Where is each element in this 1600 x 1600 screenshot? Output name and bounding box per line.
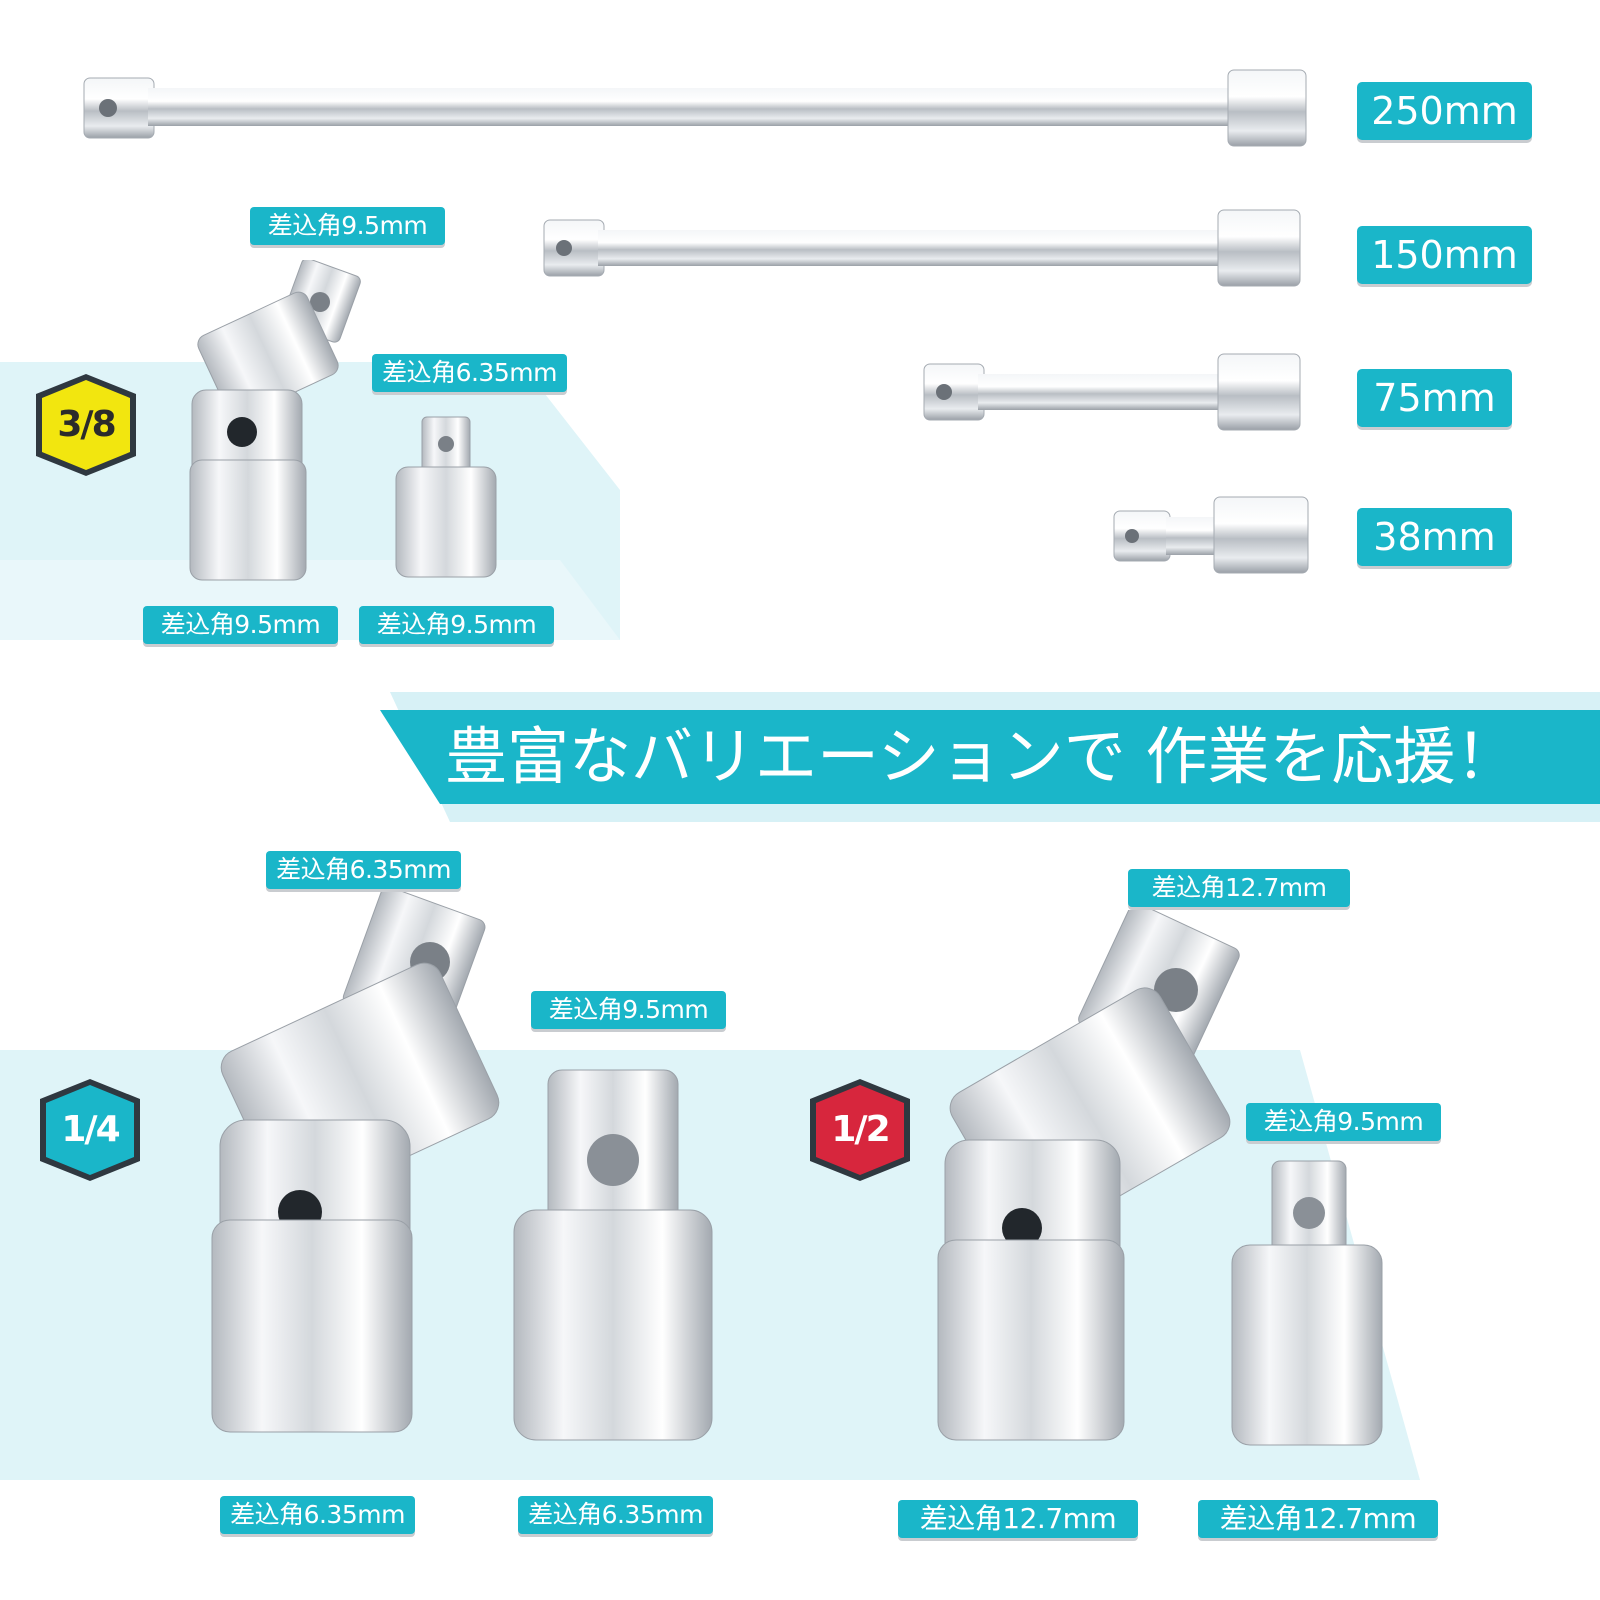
- length-label-150: 150mm: [1357, 226, 1532, 284]
- universal-joint-icon: [937, 910, 1240, 1441]
- spec-label-1-2-joint-bottom: 差込角12.7mm: [898, 1500, 1138, 1538]
- extension-bar-icon: [923, 353, 1301, 431]
- spec-label-3-8-adapter-top: 差込角6.35mm: [372, 354, 567, 392]
- socket-adapter-icon: [1231, 1160, 1383, 1446]
- socket-adapter-icon: [395, 416, 497, 578]
- size-badge-3-8: 3/8: [32, 370, 140, 480]
- universal-joint-icon: [189, 260, 361, 581]
- extension-bar-icon: [83, 69, 1307, 147]
- spec-label-1-2-adapter-top: 差込角9.5mm: [1246, 1103, 1441, 1141]
- spec-label-1-4-joint-bottom: 差込角6.35mm: [220, 1496, 415, 1534]
- length-label-250: 250mm: [1357, 82, 1532, 140]
- size-badge-1-2: 1/2: [806, 1075, 914, 1185]
- spec-label-1-4-adapter-top: 差込角9.5mm: [531, 991, 726, 1029]
- spec-label-1-2-joint-top: 差込角12.7mm: [1128, 869, 1350, 907]
- size-badge-label: 1/4: [61, 1109, 120, 1150]
- spec-label-3-8-adapter-bottom: 差込角9.5mm: [359, 606, 554, 644]
- socket-adapter-icon: [513, 1069, 713, 1441]
- size-badge-label: 1/2: [831, 1109, 890, 1150]
- extension-bar-icon: [543, 209, 1301, 287]
- length-label-38: 38mm: [1357, 508, 1512, 566]
- banner-title: 豊富なバリエーションで 作業を応援！: [445, 720, 1518, 793]
- spec-label-1-2-adapter-bottom: 差込角12.7mm: [1198, 1500, 1438, 1538]
- spec-label-1-4-adapter-bottom: 差込角6.35mm: [518, 1496, 713, 1534]
- spec-label-3-8-joint-bottom: 差込角9.5mm: [143, 606, 338, 644]
- size-badge-label: 3/8: [57, 404, 116, 445]
- extension-bar-icon: [1113, 496, 1309, 574]
- length-label-75: 75mm: [1357, 369, 1512, 427]
- spec-label-1-4-joint-top: 差込角6.35mm: [266, 851, 461, 889]
- banner-shape: [380, 692, 1600, 822]
- universal-joint-icon: [211, 890, 500, 1433]
- spec-label-3-8-joint-top: 差込角9.5mm: [250, 207, 445, 245]
- size-badge-1-4: 1/4: [36, 1075, 144, 1185]
